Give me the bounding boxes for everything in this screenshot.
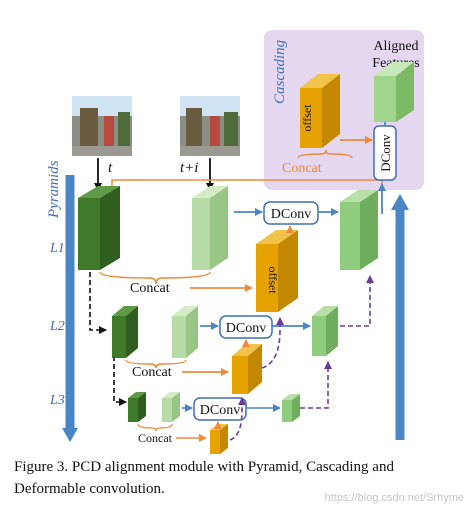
- cascade-dconv-label: DConv: [378, 134, 393, 172]
- l2-feature-ti: [172, 306, 198, 358]
- l2-feature-t: [112, 306, 138, 358]
- l1-offset-label: offset: [266, 266, 280, 294]
- l3-feature-ti: [162, 392, 180, 422]
- cascade-concat-brace: [297, 149, 353, 159]
- level-l1-label: L1: [49, 241, 65, 256]
- level-l2-label: L2: [49, 319, 65, 334]
- frame-t-image: [72, 96, 132, 156]
- frame-t-label: t: [108, 160, 113, 176]
- l3-offset-upsample: [229, 397, 246, 441]
- l1-feature-ti: [192, 186, 228, 270]
- l1-aligned-feature: [340, 190, 378, 270]
- l3-offset-block: [210, 424, 228, 454]
- l2-aligned-upsample: [340, 275, 374, 327]
- watermark: https://blog.csdn.net/Srhyme: [324, 492, 464, 504]
- aligned-features-block: [374, 62, 414, 122]
- aligned-features-line1: Aligned: [373, 39, 418, 54]
- frame-ti-image: [180, 96, 240, 156]
- cascading-label: Cascading: [272, 39, 288, 104]
- l3-feature-t: [128, 392, 146, 422]
- l1-to-l2-downsample: [89, 272, 107, 334]
- cascade-offset-label: offset: [300, 104, 314, 132]
- l2-concat-label: Concat: [132, 365, 172, 380]
- cascade-up-head: [391, 194, 409, 210]
- cascade-concat-label: Concat: [282, 161, 322, 176]
- l3-aligned-feature: [282, 394, 300, 422]
- level-l3-label: L3: [49, 393, 65, 408]
- l2-dconv-label: DConv: [226, 321, 266, 336]
- l2-concat-brace: [125, 359, 187, 369]
- pyramids-label: Pyramids: [46, 160, 62, 219]
- l1-concat-brace: [99, 271, 211, 285]
- l3-dconv-box: [193, 397, 247, 421]
- l1-feature-t: [78, 186, 120, 270]
- l1-offset-block: [256, 230, 298, 312]
- figure-caption: Figure 3. PCD alignment module with Pyra…: [14, 459, 394, 497]
- l3-concat-label: Concat: [138, 431, 173, 445]
- l2-aligned-feature: [312, 306, 338, 356]
- frame-ti-label: t+i: [180, 160, 198, 176]
- l3-aligned-upsample: [300, 361, 332, 409]
- l2-dconv-box: [219, 315, 273, 339]
- l2-to-l3-downsample: [113, 356, 127, 406]
- l1-concat-label: Concat: [130, 281, 170, 296]
- l3-dconv-label: DConv: [200, 403, 240, 418]
- l2-offset-block: [232, 344, 262, 394]
- l3-concat-brace: [137, 423, 173, 432]
- pyramid-axis-head: [62, 428, 78, 442]
- l2-offset-upsample: [261, 317, 284, 369]
- l1-dconv-label: DConv: [271, 207, 311, 222]
- l1-dconv-box: [263, 201, 319, 225]
- cascade-offset-block: [300, 74, 340, 148]
